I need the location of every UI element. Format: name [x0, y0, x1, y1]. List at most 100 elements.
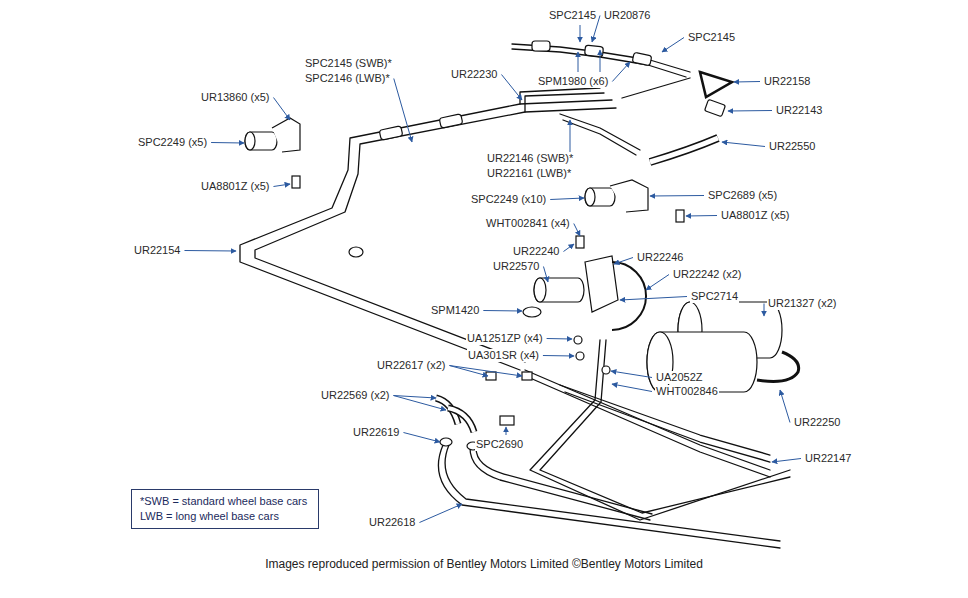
- part-number: UR22242 (x2): [672, 268, 742, 281]
- leader-line: [273, 98, 290, 121]
- leader-line: [449, 366, 522, 377]
- fittings: [576, 352, 584, 360]
- fittings: [523, 307, 541, 317]
- part-number: UR22569 (x2): [320, 389, 390, 402]
- part-number: WHT002846: [655, 385, 719, 398]
- fuel-pipe: [560, 385, 770, 455]
- fuel-pipe: [255, 108, 616, 362]
- leader-line: [403, 433, 440, 443]
- fittings: [440, 438, 452, 446]
- fuel-pipe: [438, 445, 780, 548]
- fuel-pipe: [445, 445, 780, 541]
- fittings: [612, 262, 646, 330]
- part-number: UR22240: [512, 245, 560, 258]
- fuel-pipe: [563, 120, 636, 155]
- part-number: UR13860 (x5): [200, 91, 270, 104]
- note-text: *SWB = standard wheel base cars: [140, 494, 310, 509]
- fittings: [448, 408, 474, 432]
- leader-line: [184, 250, 236, 252]
- part-number: SPC2690: [475, 438, 524, 451]
- part-number: UA8801Z (x5): [200, 180, 270, 193]
- fuel-pipe: [240, 44, 790, 548]
- leader-line: [578, 52, 579, 72]
- fittings: [272, 118, 300, 152]
- part-number: UR22250: [793, 416, 841, 429]
- part-number: UA301SR (x4): [467, 349, 540, 362]
- leader-line: [393, 396, 446, 411]
- part-number: UR22570: [492, 260, 540, 273]
- leader-line: [506, 427, 507, 435]
- part-number: UR22161 (LWB)*: [486, 167, 572, 180]
- part-number: UR22617 (x2): [376, 359, 446, 372]
- fittings: [585, 45, 604, 57]
- leader-line: [646, 275, 669, 291]
- fittings: [576, 236, 584, 248]
- fittings: [676, 210, 684, 222]
- leader-line: [686, 215, 717, 217]
- leader-line: [419, 504, 462, 523]
- fittings: [245, 41, 799, 450]
- part-number: SPC2249 (x10): [470, 193, 547, 206]
- part-number: UR22246: [636, 251, 684, 264]
- leader-line: [764, 304, 765, 317]
- fittings: [522, 372, 532, 380]
- part-number: SPC2145: [548, 9, 597, 22]
- part-number: UA2052Z: [655, 371, 703, 384]
- part-number: UA1251ZP (x4): [466, 332, 544, 345]
- leader-line: [501, 75, 522, 101]
- part-number: UR22147: [804, 452, 852, 465]
- fittings: [245, 132, 277, 150]
- leader-line: [547, 338, 572, 340]
- note-text: LWB = long wheel base cars: [140, 509, 310, 524]
- leader-line: [580, 25, 581, 42]
- part-number: UA8801Z (x5): [720, 209, 790, 222]
- part-number: WHT002841 (x4): [485, 217, 571, 230]
- fittings: [379, 126, 403, 140]
- part-number: SPC2145: [687, 31, 736, 44]
- fuel-pipe: [560, 114, 640, 150]
- fittings: [757, 352, 799, 381]
- fuel-pipe: [622, 78, 690, 98]
- leader-line: [614, 258, 633, 265]
- leader-line: [611, 371, 652, 378]
- fuel-pipe: [470, 448, 650, 520]
- fittings: [650, 138, 718, 162]
- fuel-pipe: [530, 378, 770, 477]
- part-number: SPC2689 (x5): [707, 189, 778, 202]
- leader-line: [620, 297, 687, 301]
- part-number: UR20876: [603, 9, 651, 22]
- part-number: SPC2146 (LWB)*: [304, 72, 391, 85]
- fuel-pipe: [525, 93, 604, 112]
- leader-line: [734, 81, 760, 83]
- part-number: SPM1980 (x6): [537, 75, 609, 88]
- leader-line: [612, 384, 652, 392]
- leader-line: [550, 198, 584, 200]
- leader-line: [722, 142, 765, 147]
- leader-line: [772, 459, 801, 463]
- part-number: SPC2714: [690, 290, 739, 303]
- leader-line: [273, 184, 290, 187]
- fittings: [534, 278, 584, 302]
- leader-line: [563, 244, 574, 252]
- fittings: [632, 52, 652, 66]
- fittings: [585, 188, 615, 206]
- fuel-pipe: [476, 448, 652, 514]
- leader-line: [483, 310, 522, 312]
- part-number: UR22154: [133, 244, 181, 257]
- fittings: [704, 99, 725, 116]
- leader-line: [780, 390, 790, 423]
- fittings: [585, 188, 595, 206]
- fittings: [602, 366, 610, 374]
- part-number: SPC2249 (x5): [137, 136, 208, 149]
- part-number: UR21327 (x2): [767, 297, 837, 310]
- fittings: [534, 278, 546, 302]
- part-number: SPM1420: [430, 304, 480, 317]
- part-number: UR22143: [775, 104, 823, 117]
- note-box: *SWB = standard wheel base carsLWB = lon…: [131, 489, 319, 529]
- leader-line: [394, 79, 412, 143]
- fittings: [245, 132, 255, 150]
- leader-line: [449, 366, 488, 377]
- leader-line: [574, 224, 580, 237]
- fittings: [500, 416, 514, 425]
- leader-line: [728, 110, 772, 112]
